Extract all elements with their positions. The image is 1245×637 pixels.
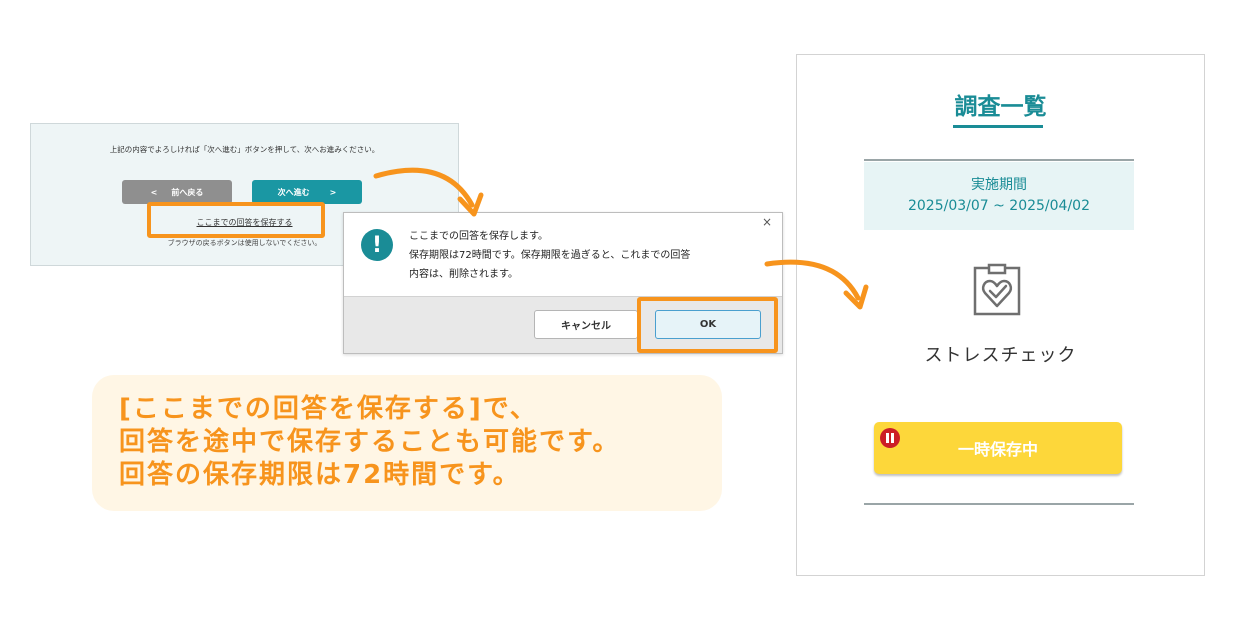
close-icon[interactable]: × [761,215,772,229]
chevron-left-icon: < [150,187,158,197]
dialog-message-line1: ここまでの回答を保存します。 [409,231,548,242]
next-button[interactable]: 次へ進む > [252,180,362,204]
instruction-text: 上記の内容でよろしければ「次へ進む」ボタンを押して、次へお進みください。 [109,145,380,154]
dialog-message: ここまでの回答を保存します。 保存期限は72時間です。保存期限を過ぎると、これま… [409,227,774,284]
chevron-right-icon: > [329,187,337,197]
caption-line2: 回答を途中で保存することも可能です。 [119,427,621,457]
browser-back-note: ブラウザの戻るボタンは使用しないでください。 [167,239,322,247]
caption-box: [ここまでの回答を保存する]で、 回答を途中で保存することも可能です。 回答の保… [92,375,722,511]
ok-button-highlight [637,297,778,353]
dialog-message-line3: 内容は、削除されます。 [409,269,518,280]
period-box: 実施期間 2025/03/07 ~ 2025/04/02 [864,162,1134,230]
period-label: 実施期間 [971,177,1027,193]
save-link-highlight [147,202,325,238]
paused-survey-button[interactable]: 一時保存中 [874,422,1122,474]
divider-bottom [864,503,1134,505]
clipboard-heart-icon [973,263,1021,316]
next-button-label: 次へ進む [277,187,310,197]
survey-list-panel: 調査一覧 実施期間 2025/03/07 ~ 2025/04/02 ストレスチェ… [796,54,1205,576]
page-title: 調査一覧 [954,94,1047,120]
caption-line3: 回答の保存期限は72時間です。 [119,460,521,490]
survey-name: ストレスチェック [924,345,1077,366]
period-range: 2025/03/07 ~ 2025/04/02 [907,198,1090,214]
save-confirm-dialog: × ! ここまでの回答を保存します。 保存期限は72時間です。保存期限を過ぎると… [343,212,783,354]
title-underline [953,125,1043,128]
dialog-message-line2: 保存期限は72時間です。保存期限を過ぎると、これまでの回答 [409,250,691,261]
dialog-footer: キャンセル OK [344,296,782,353]
paused-survey-label: 一時保存中 [957,440,1038,459]
divider-top [864,159,1134,161]
cancel-button[interactable]: キャンセル [534,310,638,339]
pause-icon [880,428,900,448]
ok-button[interactable]: OK [655,310,761,339]
save-progress-link[interactable]: ここまでの回答を保存する [196,218,293,227]
prev-button-label: 前へ戻る [171,187,204,197]
alert-icon: ! [361,229,393,261]
prev-button[interactable]: < 前へ戻る [122,180,232,204]
caption-line1: [ここまでの回答を保存する]で、 [119,394,538,424]
save-progress-link-wrap: ここまでの回答を保存する [31,217,458,228]
